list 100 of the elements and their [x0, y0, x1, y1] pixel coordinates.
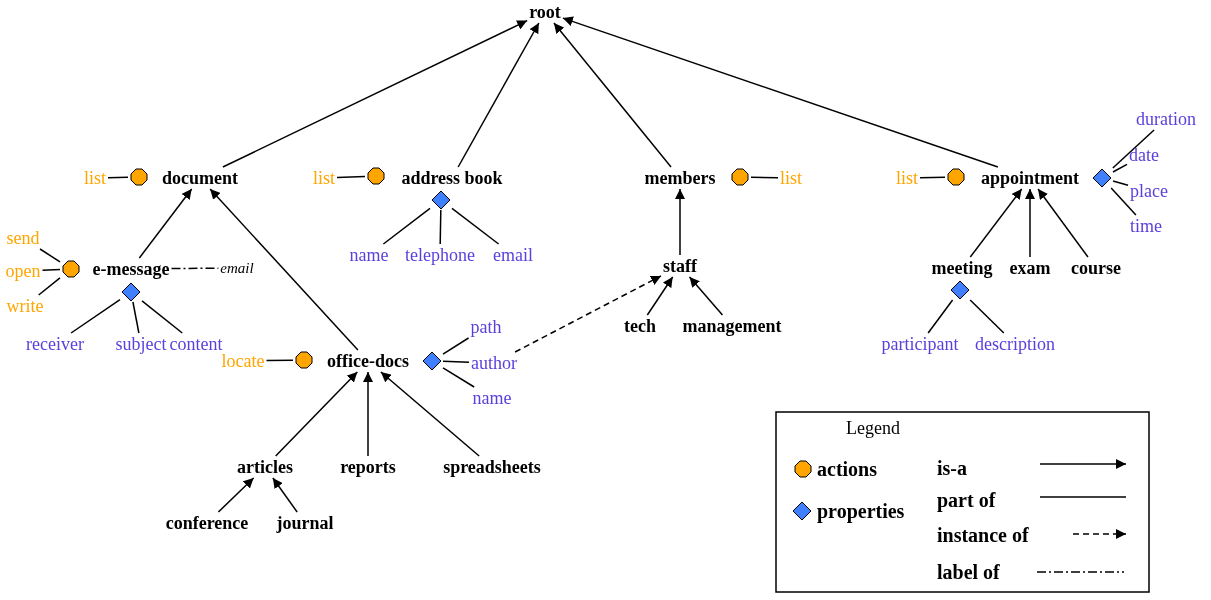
concept-label: staff — [663, 256, 697, 276]
arrow — [217, 477, 255, 513]
connector-line — [1112, 163, 1128, 173]
arrow — [274, 371, 359, 457]
connector-line — [442, 337, 470, 355]
property-label: duration — [1136, 109, 1196, 129]
concept-label: e-message — [92, 259, 170, 279]
connector-line — [1112, 180, 1129, 186]
action-label: send — [6, 228, 40, 248]
connector-line — [1110, 187, 1137, 216]
arrow — [209, 188, 359, 351]
connector-line — [170, 267, 220, 270]
arrow — [646, 276, 674, 316]
connector-line — [382, 207, 431, 245]
concept-label: address book — [401, 168, 503, 188]
connector-line — [1112, 129, 1155, 169]
action-label: write — [6, 296, 44, 316]
legend-label: instance of — [937, 523, 1029, 547]
concept-label: members — [644, 168, 716, 188]
connector-line — [37, 277, 61, 296]
arrow — [675, 188, 685, 256]
octagon-marker — [295, 351, 313, 369]
action-label: open — [5, 261, 41, 281]
connector-line — [451, 207, 500, 245]
property-label: content — [169, 334, 223, 354]
legend-label: label of — [937, 560, 1000, 584]
action-label: locate — [221, 351, 265, 371]
property-label: participant — [881, 334, 959, 354]
arrow — [1037, 188, 1089, 258]
connector-line — [750, 176, 779, 179]
property-label: date — [1129, 145, 1159, 165]
legend-label: is-a — [937, 456, 967, 480]
legend-label: part of — [937, 488, 996, 512]
concept-label: office-docs — [327, 351, 409, 371]
arrow — [969, 188, 1023, 258]
action-label: list — [313, 168, 335, 188]
concept-label: appointment — [981, 168, 1079, 188]
arrow — [688, 276, 724, 316]
property-label: time — [1130, 216, 1162, 236]
octagon-marker — [947, 168, 965, 186]
connector-line — [442, 360, 470, 363]
octagon-marker — [130, 168, 148, 186]
connector-line — [969, 299, 1005, 334]
concept-label: spreadsheets — [443, 457, 541, 477]
connector-line — [439, 209, 442, 245]
arrow — [553, 22, 672, 168]
property-label: place — [1130, 181, 1168, 201]
arrow — [272, 477, 298, 513]
arrow — [380, 371, 480, 457]
octagon-marker — [62, 260, 80, 278]
connector-line — [927, 299, 954, 334]
property-label: description — [975, 334, 1055, 354]
arrow — [1025, 188, 1035, 258]
concept-label: document — [162, 168, 238, 188]
property-label: receiver — [26, 334, 84, 354]
concept-label: meeting — [931, 258, 993, 278]
property-diamond — [423, 352, 441, 370]
arrow — [222, 19, 528, 168]
property-diamond — [432, 191, 450, 209]
arrow — [138, 188, 193, 259]
concept-label: root — [529, 2, 561, 22]
connector-line — [265, 359, 294, 362]
concept-label: journal — [276, 513, 334, 533]
connector-line — [41, 268, 61, 271]
property-label: name — [472, 388, 512, 408]
arrow — [514, 275, 662, 353]
property-label: name — [349, 245, 389, 265]
property-diamond — [951, 281, 969, 299]
property-label: telephone — [405, 245, 475, 265]
connector-line — [39, 248, 61, 263]
connector-line — [132, 301, 140, 334]
concept-label: tech — [624, 316, 656, 336]
property-diamond — [122, 283, 140, 301]
concept-label: articles — [237, 457, 293, 477]
property-diamond — [1093, 169, 1111, 187]
connector-line — [70, 298, 121, 334]
connector-line — [442, 367, 475, 388]
octagon-marker — [367, 167, 385, 185]
concept-label: course — [1071, 258, 1121, 278]
concept-label: exam — [1009, 258, 1051, 278]
concept-label: management — [682, 316, 782, 336]
legend-label: properties — [817, 499, 905, 523]
alias-label: email — [220, 258, 254, 278]
concept-label: reports — [340, 457, 396, 477]
property-label: path — [470, 317, 502, 337]
octagon-marker — [731, 168, 749, 186]
legend-title: Legend — [846, 418, 900, 438]
arrow — [363, 371, 373, 457]
connector-line — [336, 175, 366, 179]
connector-line — [107, 176, 129, 179]
connector-line — [919, 176, 946, 179]
action-label: list — [780, 168, 802, 188]
property-label: author — [471, 353, 517, 373]
legend-label: actions — [817, 457, 877, 481]
connector-line — [141, 300, 183, 334]
action-label: list — [896, 168, 918, 188]
property-label: subject — [115, 334, 167, 354]
property-label: email — [493, 245, 533, 265]
action-label: list — [84, 168, 106, 188]
arrow — [562, 16, 999, 168]
